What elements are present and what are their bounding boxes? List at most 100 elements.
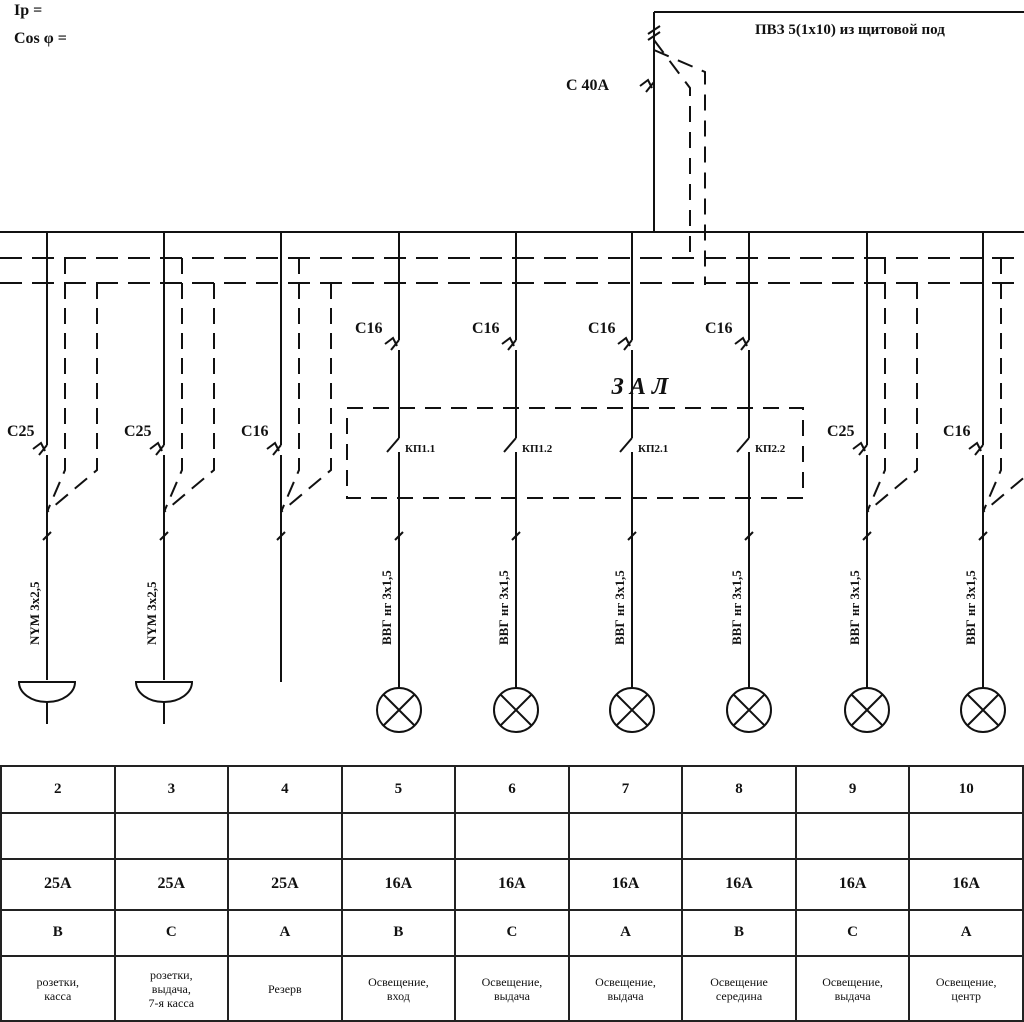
- circuit-6: [493, 232, 539, 733]
- lamp-icon: [844, 687, 890, 733]
- switch-label: КП1.1: [405, 443, 435, 455]
- breaker-symbol: [384, 336, 400, 351]
- pe-wire: [46, 283, 98, 513]
- cell-empty: [0, 811, 116, 861]
- neutral-wire: [280, 258, 300, 513]
- main-breaker-symbol: [639, 78, 655, 93]
- cos-phi-label: Cos φ =: [14, 30, 67, 47]
- breaker-label: C16: [943, 423, 971, 440]
- breaker-label: C16: [588, 320, 616, 337]
- breaker-symbol: [149, 441, 165, 456]
- breaker-symbol: [852, 441, 868, 456]
- cell-rated-current: 16A: [908, 858, 1024, 911]
- cell-empty: [794, 811, 911, 861]
- cell-circuit-number: 9: [794, 765, 911, 814]
- cell-empty: [340, 811, 457, 861]
- cell-rated-current: 25A: [227, 858, 343, 911]
- pe-wire: [280, 283, 332, 513]
- feeder-pe-dashed: [653, 49, 706, 285]
- cable-tick: [862, 531, 872, 541]
- breaker-symbol: [968, 441, 984, 456]
- cable-tick: [978, 531, 988, 541]
- cell-description: Освещение, выдача: [454, 955, 570, 1022]
- switch-symbol: [503, 437, 517, 453]
- cell-rated-current: 25A: [113, 858, 230, 911]
- lamp-icon: [960, 687, 1006, 733]
- cable-label: ВВГ нг 3х1,5: [847, 570, 862, 645]
- cable-tick: [276, 531, 286, 541]
- cell-description: розетки, выдача, 7-я касса: [113, 955, 230, 1022]
- lamp-icon: [376, 687, 422, 733]
- feeder-neutral-dashed: [653, 39, 691, 260]
- pe-wire: [866, 283, 918, 513]
- cell-circuit-number: 4: [227, 765, 343, 814]
- circuit-10: [960, 232, 1024, 733]
- pe-wire: [982, 476, 1024, 513]
- cell-phase: C: [454, 908, 570, 958]
- circuit-4: [266, 232, 332, 682]
- cable-label: NYM 3х2,5: [144, 581, 159, 645]
- lamp-cross: [383, 694, 415, 726]
- lamp-cross: [733, 694, 765, 726]
- cell-circuit-number: 7: [567, 765, 684, 814]
- cell-phase: C: [794, 908, 911, 958]
- cell-phase: B: [681, 908, 797, 958]
- circuit-9: [844, 232, 918, 733]
- cell-description: Освещение, вход: [340, 955, 457, 1022]
- circuit-8: [726, 232, 772, 733]
- lamp-icon: [609, 687, 655, 733]
- cell-circuit-number: 5: [340, 765, 457, 814]
- main-breaker-label: C 40A: [566, 77, 610, 94]
- cell-empty: [908, 811, 1024, 861]
- neutral-wire: [163, 258, 183, 513]
- neutral-wire: [46, 258, 66, 513]
- lamp-cross: [967, 694, 999, 726]
- cell-description: Резерв: [227, 955, 343, 1022]
- switch-symbol: [386, 437, 400, 453]
- cell-description: розетки, касса: [0, 955, 116, 1022]
- cell-circuit-number: 3: [113, 765, 230, 814]
- cell-empty: [113, 811, 230, 861]
- cell-empty: [454, 811, 570, 861]
- switch-label: КП2.1: [638, 443, 668, 455]
- breaker-symbol: [734, 336, 750, 351]
- breaker-label: C16: [241, 423, 269, 440]
- circuit-5: [376, 232, 422, 733]
- breaker-label: C25: [7, 423, 35, 440]
- cable-label: ВВГ нг 3х1,5: [729, 570, 744, 645]
- cell-empty: [567, 811, 684, 861]
- lamp-cross: [500, 694, 532, 726]
- cell-phase: B: [0, 908, 116, 958]
- feeder-tick-mark: [647, 25, 661, 41]
- feeder-cable-label: ПВЗ 5(1х10) из щитовой под: [755, 22, 945, 38]
- cell-rated-current: 16A: [681, 858, 797, 911]
- cell-phase: A: [567, 908, 684, 958]
- cell-circuit-number: 2: [0, 765, 116, 814]
- cell-rated-current: 16A: [794, 858, 911, 911]
- cell-description: Освещение, центр: [908, 955, 1024, 1022]
- cell-phase: A: [908, 908, 1024, 958]
- ip-label: Ip =: [14, 2, 43, 19]
- cable-tick: [394, 531, 404, 541]
- cell-phase: B: [340, 908, 457, 958]
- breaker-symbol: [266, 441, 282, 456]
- cable-tick: [159, 531, 169, 541]
- switch-symbol: [736, 437, 750, 453]
- cable-label: ВВГ нг 3х1,5: [963, 570, 978, 645]
- lamp-icon: [726, 687, 772, 733]
- cell-description: Освещение середина: [681, 955, 797, 1022]
- zone-box: [346, 407, 804, 499]
- cell-empty: [681, 811, 797, 861]
- cell-rated-current: 25A: [0, 858, 116, 911]
- cable-label: ВВГ нг 3х1,5: [379, 570, 394, 645]
- switch-label: КП1.2: [522, 443, 553, 455]
- row-empty: [0, 811, 1024, 861]
- breaker-symbol: [617, 336, 633, 351]
- breaker-label: C25: [827, 423, 855, 440]
- cell-rated-current: 16A: [567, 858, 684, 911]
